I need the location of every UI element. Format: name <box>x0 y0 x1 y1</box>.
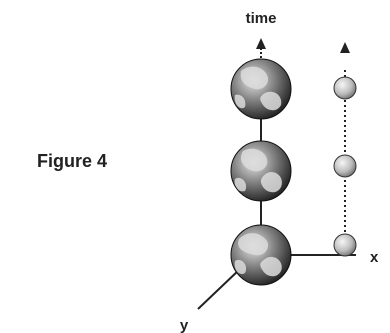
ball-top-icon <box>333 76 357 100</box>
ball-middle-icon <box>333 154 357 178</box>
earth-middle-icon <box>230 140 292 202</box>
ball-bottom-icon <box>333 233 357 257</box>
time-arrow-icon <box>256 38 266 49</box>
x-axis-label: x <box>370 249 379 266</box>
time-axis-label: time <box>246 10 277 27</box>
earth-bottom-icon <box>230 224 292 286</box>
y-axis <box>197 268 241 310</box>
earth-top-icon <box>230 58 292 120</box>
y-axis-label: y <box>180 317 189 333</box>
ball-arrow-icon <box>340 42 350 53</box>
figure-caption: Figure 4 <box>37 151 108 171</box>
